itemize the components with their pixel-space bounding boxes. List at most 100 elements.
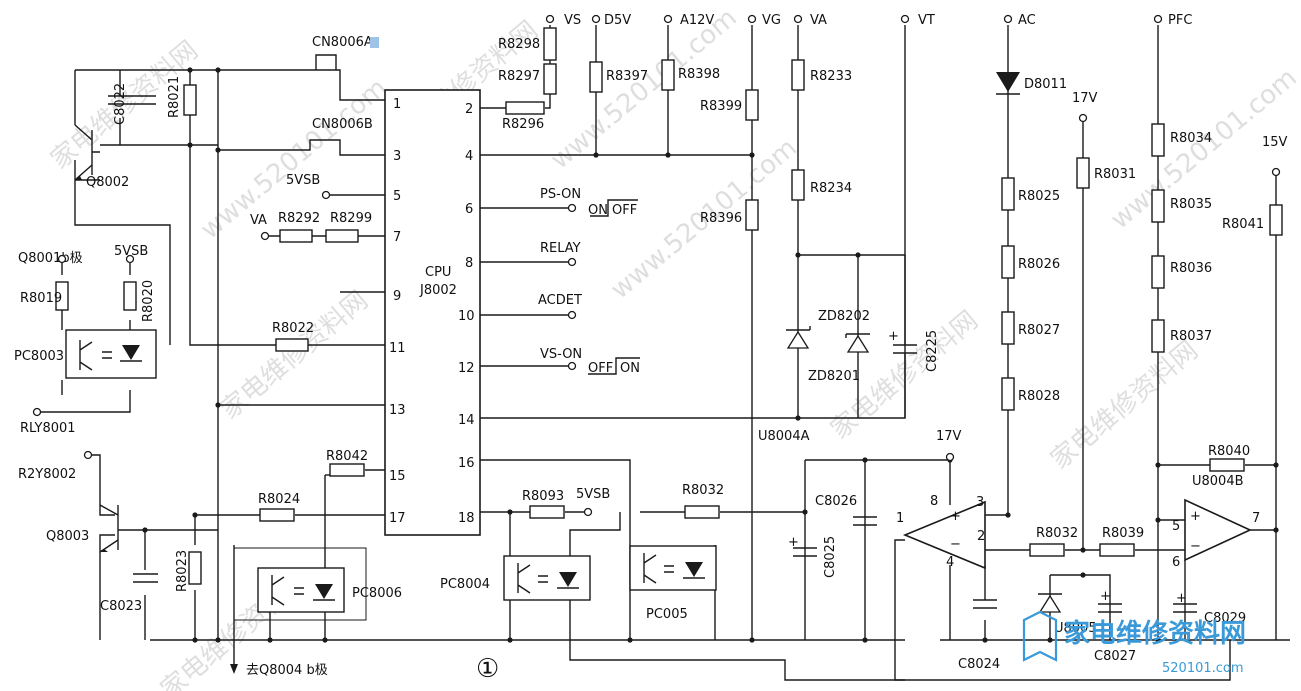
resistor-r8233 (791, 59, 805, 91)
opamp-b-pin: 5 (1172, 519, 1180, 534)
terminal-ac (1003, 14, 1013, 24)
regulator-u8005 (1038, 593, 1062, 613)
terminal-5vsb-pin5 (321, 190, 331, 200)
rail-label-ac: AC (1018, 13, 1036, 28)
label-c8025: C8025 (823, 536, 838, 578)
label-u8004b: U8004B (1192, 474, 1244, 489)
terminal-17v-opamp (945, 452, 955, 462)
label-r8042: R8042 (326, 449, 368, 464)
label-pc8006: PC8006 (352, 586, 402, 601)
optocoupler-pc005 (629, 545, 717, 591)
junction-dot (593, 152, 599, 158)
capacitor-c8029 (1173, 603, 1197, 613)
transistor-q8003 (99, 504, 140, 553)
label-u8005: U8005 (1054, 621, 1097, 636)
junction-dot (187, 142, 193, 148)
junction-dot (627, 637, 633, 643)
cpu-pin: 16 (458, 456, 475, 471)
junction-dot (192, 637, 198, 643)
cpu-pin: 9 (393, 289, 401, 304)
terminal-15v (1271, 167, 1281, 177)
label-cn8006a: CN8006A (312, 35, 373, 50)
resistor-r8396 (745, 199, 759, 231)
label-r8019: R8019 (20, 291, 62, 306)
resistor-r8036 (1151, 255, 1165, 289)
label-pc8003: PC8003 (14, 349, 64, 364)
signal-terminals: 5VSB VA PS-ON ON OFF RELAY ACDET VS-ON O… (18, 173, 640, 678)
junction-dot (215, 402, 221, 408)
opamp-u8004a: + − 8 3 2 4 1 (896, 494, 986, 570)
cpu-label: CPU (425, 265, 451, 280)
label-r8021: R8021 (167, 76, 182, 118)
cpu-pin: 18 (458, 511, 475, 526)
resistor-r8292 (279, 229, 313, 243)
label-r8396: R8396 (700, 211, 742, 226)
label-r8299: R8299 (330, 211, 372, 226)
opamp-b-pin: 7 (1252, 511, 1260, 526)
opamp-a-pin: 2 (977, 529, 985, 544)
label-c8025-plus: + (788, 535, 799, 550)
label-c8023: C8023 (100, 599, 142, 614)
label-d8011: D8011 (1024, 77, 1067, 92)
opamp-a-plus: + (950, 509, 961, 524)
rail-terminals: VS D5V A12V VG VA VT AC PFC 17V 15V 17V (545, 13, 1288, 462)
resistor-r8041 (1269, 204, 1283, 236)
label-r8032-top: R8032 (682, 483, 724, 498)
resistor-r8031 (1076, 157, 1090, 189)
resistor-r8296 (505, 101, 545, 115)
label-r8028: R8028 (1018, 389, 1060, 404)
opamp-a-pin: 1 (896, 511, 904, 526)
label-ps-on-on: ON (588, 203, 608, 218)
resistor-r8026 (1001, 245, 1015, 279)
rail-label-15v: 15V (1262, 135, 1288, 150)
junction-dot (1080, 547, 1086, 553)
logo-site-name: 家电维修资料网 (1064, 618, 1246, 649)
rail-label-vg: VG (762, 13, 781, 28)
terminal-va-in (260, 231, 270, 241)
junctions (142, 67, 1279, 643)
figure-number: ① (476, 654, 499, 684)
resistor-r8023 (188, 551, 202, 585)
watermark-text: www.520101.com (545, 3, 743, 176)
cpu-pin: 7 (393, 230, 401, 245)
capacitor-c8027 (1098, 603, 1122, 613)
label-acdet: ACDET (538, 293, 582, 308)
rail-label-d5v: D5V (604, 13, 631, 28)
label-r8233: R8233 (810, 69, 852, 84)
junction-dot (215, 637, 221, 643)
resistor-r8027 (1001, 311, 1015, 345)
vs-on-waveform (588, 357, 640, 375)
resistor-r8397 (589, 61, 603, 93)
resistor-r8028 (1001, 377, 1015, 411)
optocoupler-pc8006 (257, 567, 345, 613)
junction-dot (1273, 462, 1279, 468)
label-ps-on: PS-ON (540, 187, 581, 202)
junction-dot (507, 637, 513, 643)
label-c8029-plus: + (1176, 591, 1187, 606)
label-r8022: R8022 (272, 321, 314, 336)
terminal-vs-on (567, 361, 577, 371)
label-pc8004: PC8004 (440, 577, 490, 592)
cpu-pin: 5 (393, 189, 401, 204)
label-r8034: R8034 (1170, 131, 1212, 146)
terminal-vs (545, 14, 555, 24)
zener-zd8201 (845, 333, 870, 353)
label-r8026: R8026 (1018, 257, 1060, 272)
label-zd8202: ZD8202 (818, 309, 870, 324)
resistor-r8297 (543, 63, 557, 95)
rail-label-17v-opamp: 17V (936, 429, 962, 444)
terminal-rly8001 (32, 407, 42, 417)
cpu-pin: 2 (465, 102, 473, 117)
cpu-pin: 8 (465, 256, 473, 271)
junction-dot (215, 67, 221, 73)
resistor-r8032-opamp (1029, 543, 1065, 557)
rail-label-17v: 17V (1072, 91, 1098, 106)
label-q8002: Q8002 (86, 175, 129, 190)
label-c8027: C8027 (1094, 649, 1136, 664)
junction-dot (1155, 462, 1161, 468)
terminal-q8001b (57, 254, 67, 264)
resistor-r8024 (259, 508, 295, 522)
arrow-to-q8004 (230, 664, 238, 674)
resistor-r8020 (123, 281, 137, 311)
label-r8027: R8027 (1018, 323, 1060, 338)
